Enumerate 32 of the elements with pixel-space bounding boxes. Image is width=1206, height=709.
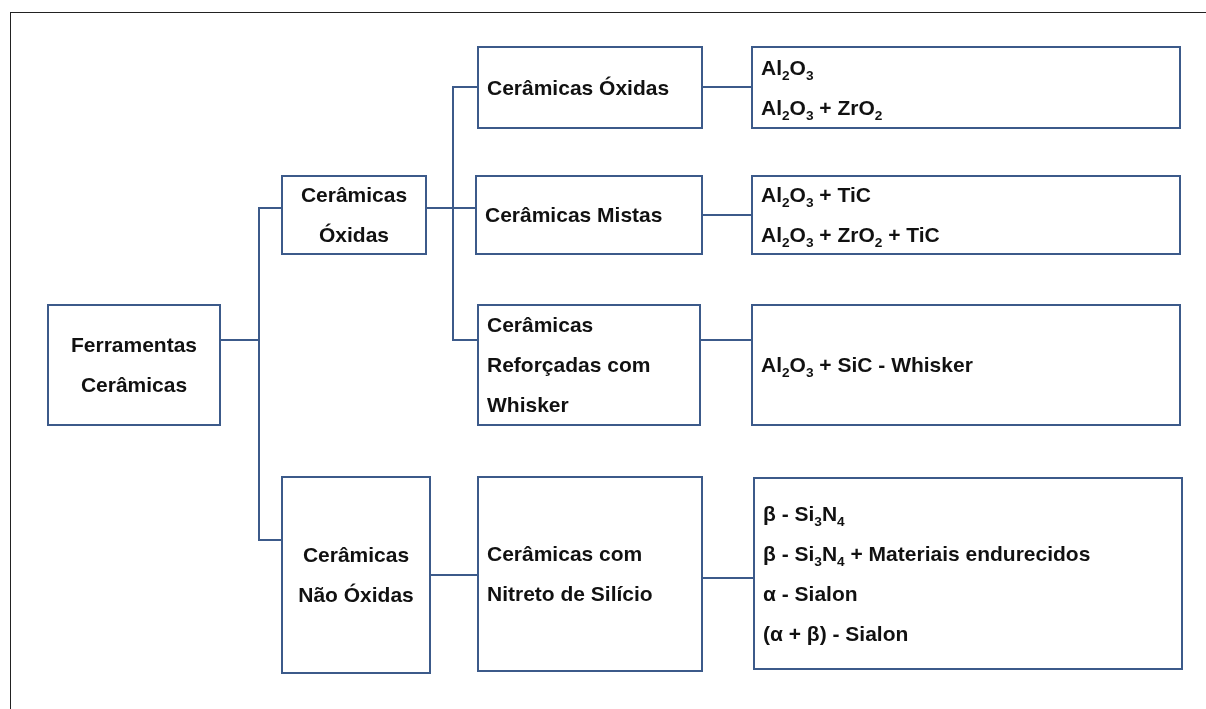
box-label: Cerâmicas com Nitreto de Silício xyxy=(487,541,654,607)
box-label: β - Si$_{3}$N$_{4}$ xyxy=(763,500,845,531)
box-label: Al$_{2}$O$_{3}$ + ZrO$_{2}$ xyxy=(761,94,883,125)
category-box xyxy=(477,46,703,129)
connector-line xyxy=(702,577,754,579)
box-label: Cerâmicas Mistas xyxy=(485,202,663,228)
box-label: Al$_{2}$O$_{3}$ xyxy=(761,54,814,85)
category-box xyxy=(477,304,701,426)
category-box xyxy=(753,477,1183,670)
category-box xyxy=(477,476,703,672)
category-box xyxy=(475,175,703,255)
box-label: Cerâmicas Óxidas xyxy=(487,74,670,101)
connector-line xyxy=(700,339,752,341)
box-label: Al$_{2}$O$_{3}$ + ZrO$_{2}$ + TiC xyxy=(761,222,940,253)
category-box xyxy=(751,46,1181,129)
category-box xyxy=(281,175,427,255)
box-label: (α + β) - Sialon xyxy=(763,620,909,647)
box-label: Al$_{2}$O$_{3}$ + SiC - Whisker xyxy=(761,352,973,383)
category-box xyxy=(751,304,1181,426)
box-label: Cerâmicas Não Óxidas xyxy=(297,542,415,608)
box-label: α - Sialon xyxy=(763,580,858,607)
connector-line xyxy=(702,86,752,88)
box-label: β - Si$_{3}$N$_{4}$ + Materiais endurecidos xyxy=(763,540,1091,571)
category-box xyxy=(47,304,221,426)
box-label: Al$_{2}$O$_{3}$ + TiC xyxy=(761,182,871,213)
box-label: Cerâmicas Reforçadas com Whisker xyxy=(487,312,652,418)
connector-line xyxy=(702,214,752,216)
box-label: Ferramentas Cerâmicas xyxy=(69,332,199,398)
category-box xyxy=(281,476,431,674)
connector-line xyxy=(430,574,478,576)
box-label: Cerâmicas Óxidas xyxy=(299,182,409,248)
category-box xyxy=(751,175,1181,255)
